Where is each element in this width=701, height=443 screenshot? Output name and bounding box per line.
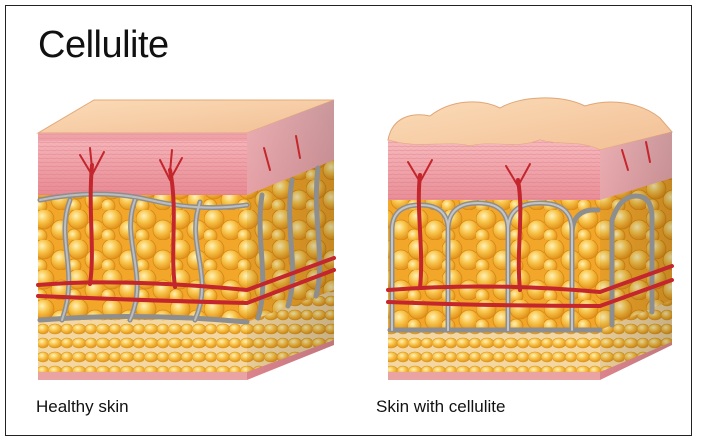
healthy-skin-label: Healthy skin [36,397,129,417]
healthy-skin-block [38,100,334,380]
cellulite-skin-block [388,98,672,380]
cellulite-skin-label: Skin with cellulite [376,397,505,417]
